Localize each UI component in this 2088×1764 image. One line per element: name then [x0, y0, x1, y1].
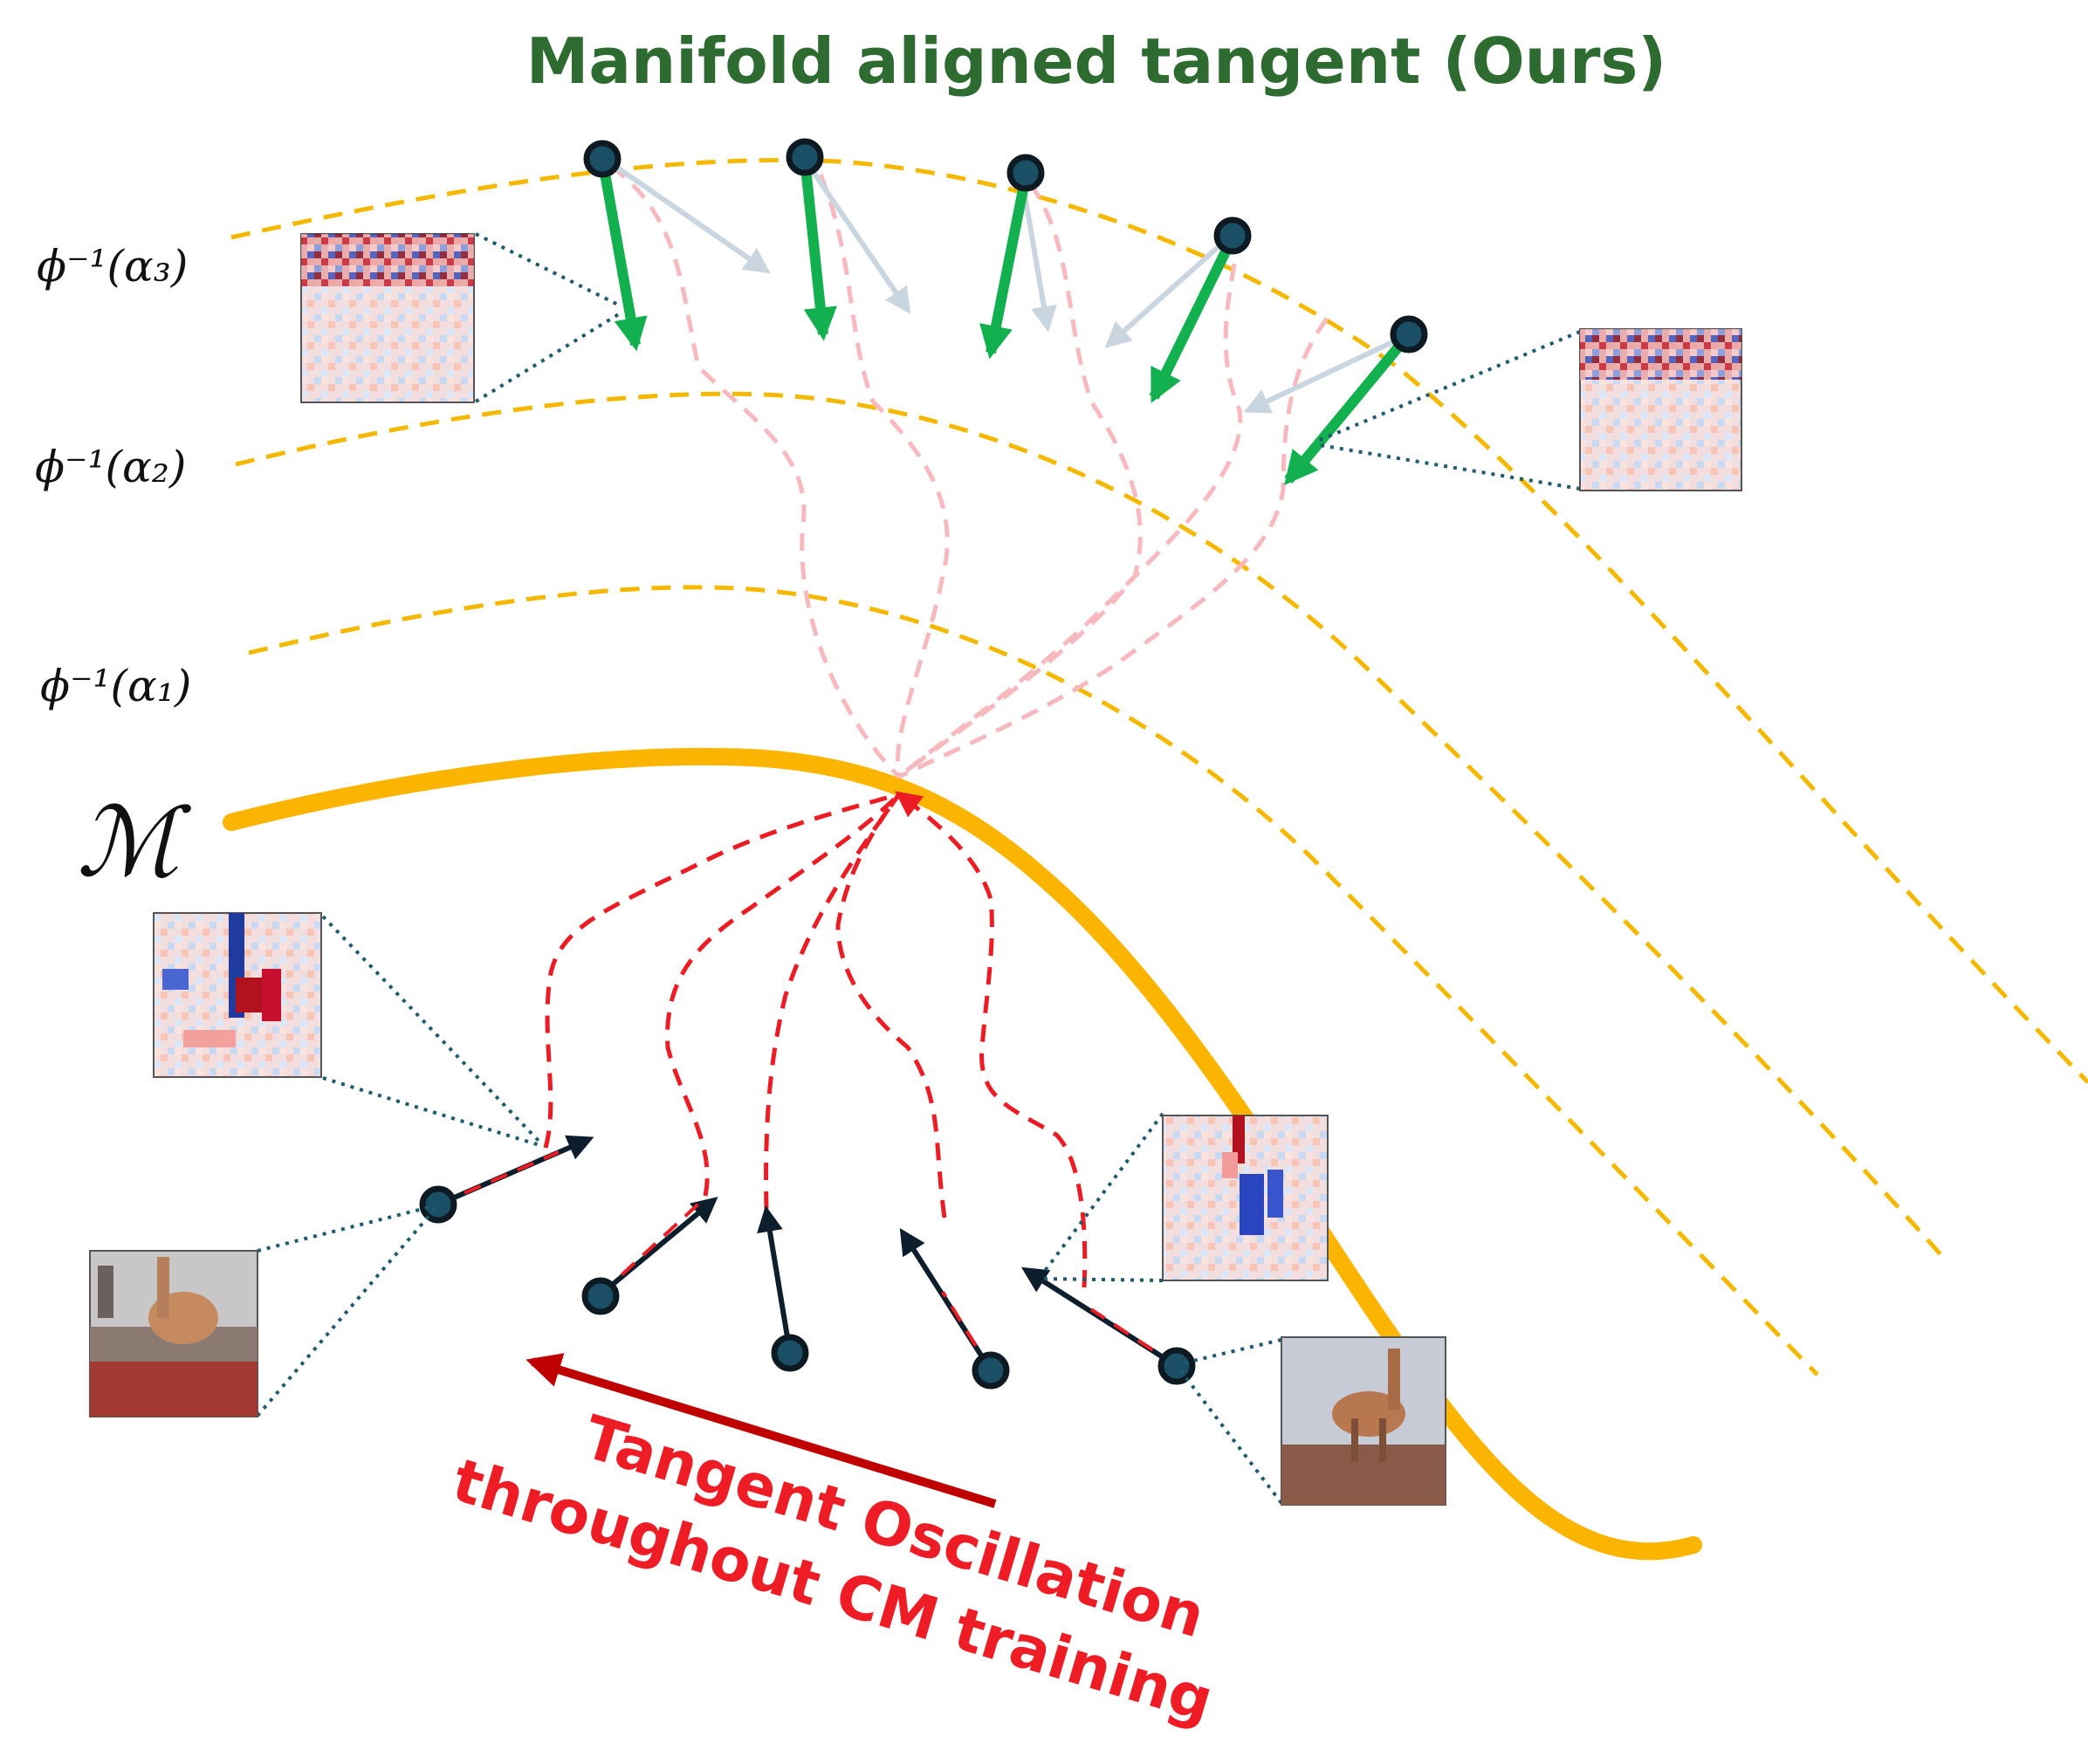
point-bottom-5 [1157, 1347, 1196, 1385]
oscillating-tangent-arrows [436, 1135, 1178, 1372]
point-top-5 [1390, 315, 1428, 353]
thumbnail-tangent-left-bottom [153, 912, 322, 1078]
point-bottom-4 [972, 1351, 1010, 1390]
point-bottom-3 [771, 1334, 809, 1372]
point-top-4 [1213, 216, 1252, 255]
thumbnail-image-left [89, 1250, 258, 1417]
oscillating-trajectories [543, 791, 1088, 1288]
point-bottom-2 [581, 1277, 620, 1315]
data-manifold-curve [223, 747, 1702, 1561]
level-set-alpha2 [235, 391, 1948, 1263]
thumbnail-tangent-right-top [1579, 328, 1742, 491]
thumbnail-image-right [1281, 1336, 1446, 1506]
point-top-3 [1006, 154, 1045, 192]
level-label-alpha3: ϕ⁻¹(α₃) [37, 241, 188, 292]
thumbnail-tangent-left-top [300, 233, 475, 403]
level-label-alpha1: ϕ⁻¹(α₁) [40, 661, 191, 711]
noisy-sample-points [419, 1185, 1196, 1390]
level-set-points [583, 138, 1428, 353]
oscillating-tangent-red-overlay [437, 1150, 1178, 1372]
manifold-label: ℳ [77, 786, 192, 898]
level-label-alpha2: ϕ⁻¹(α₂) [35, 442, 186, 492]
leader-lines [256, 232, 1581, 1505]
point-top-1 [583, 140, 622, 178]
faint-trajectories [609, 164, 1329, 779]
title: Manifold aligned tangent (Ours) [526, 24, 1666, 98]
point-bottom-1 [419, 1185, 457, 1224]
point-top-2 [786, 138, 824, 176]
level-set-alpha1 [248, 585, 1819, 1376]
aligned-tangent-arrows [597, 157, 1413, 485]
thumbnail-tangent-right-bottom [1162, 1115, 1329, 1281]
oscillation-direction-arrow [525, 1353, 997, 1508]
